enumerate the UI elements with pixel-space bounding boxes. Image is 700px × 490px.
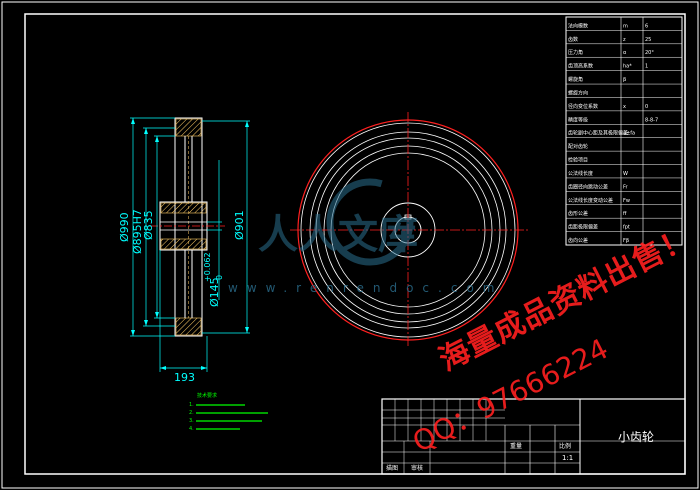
param-cell: 螺旋角 — [568, 76, 583, 83]
param-cell: 20° — [645, 50, 654, 56]
param-cell: m — [623, 23, 628, 29]
dim-width: 193 — [174, 371, 195, 384]
dim-tol-lower: 0 — [215, 275, 224, 280]
param-cell: W — [623, 171, 628, 177]
dim-d990: Ø990 — [118, 212, 131, 242]
param-cell: 配对齿轮 — [568, 143, 588, 150]
tb-label-scale: 比例 — [559, 442, 571, 450]
dim-d895: Ø895H7 — [131, 209, 144, 254]
param-cell: z — [623, 37, 626, 43]
param-cell: 1 — [645, 64, 648, 70]
svg-text:1.: 1. — [189, 402, 194, 408]
parameter-table: 法向模数 m 6 齿数 z 25 压力角 α 20° 齿顶高系数 ha* 1 螺旋角 β 螺旋方向径向变位系… — [565, 16, 683, 246]
param-cell: fpt — [623, 225, 630, 231]
notes-title: 技术要求 — [197, 392, 217, 399]
watermark-logo-text: 人人文库 — [258, 212, 418, 258]
param-cell: 25 — [645, 37, 651, 43]
param-cell: 精度等级 — [568, 116, 588, 123]
param-cell: ff — [623, 211, 627, 217]
tb-label-checker: 审核 — [411, 464, 423, 472]
svg-text:4.: 4. — [189, 426, 194, 432]
param-cell: 公法线长度 — [568, 170, 593, 177]
watermark-logo: 人人文库 — [258, 178, 418, 266]
param-cell: 径向变位系数 — [568, 103, 598, 110]
param-cell: Fw — [623, 198, 630, 204]
rim-top-hatch — [175, 118, 202, 137]
param-cell: 检验项目 — [568, 157, 588, 164]
param-cell: a±fa — [623, 131, 635, 137]
param-cell: 8-8-7 — [645, 117, 658, 123]
param-cell: 法向模数 — [568, 22, 588, 29]
param-cell: ha* — [623, 64, 632, 70]
param-cell: 压力角 — [568, 49, 583, 56]
param-cell: 齿数 — [568, 36, 578, 43]
param-cell: 齿顶高系数 — [568, 63, 593, 70]
param-cell: 齿向公差 — [568, 237, 588, 244]
dim-tol-upper: +0.062 — [203, 252, 212, 282]
param-cell: 6 — [645, 23, 648, 29]
param-cell: 齿轮副中心距及其极限偏差 — [568, 130, 628, 137]
tb-label-weight: 重量 — [510, 442, 522, 450]
dim-d835: Ø835 — [142, 210, 155, 240]
param-cell: 齿形公差 — [568, 210, 588, 217]
param-cell: 齿距极限偏差 — [568, 224, 598, 231]
technical-notes: 技术要求 1. 2. 3. 4. — [189, 392, 268, 432]
param-cell: 螺旋方向 — [568, 89, 588, 96]
svg-text:2.: 2. — [189, 410, 194, 416]
param-cell: α — [623, 50, 627, 56]
param-cell: β — [623, 77, 626, 83]
param-cell: Fβ — [623, 238, 629, 244]
param-cell: 0 — [645, 104, 648, 110]
param-cell: Fr — [623, 184, 629, 190]
inner-frame — [24, 13, 686, 475]
section-view: Ø990 Ø895H7 Ø835 Ø901 Ø145 +0.062 0 193 — [118, 117, 250, 384]
watermark-url: www.renrendoc.com — [228, 281, 504, 295]
dim-d901: Ø901 — [233, 210, 246, 240]
part-name: 小齿轮 — [618, 430, 654, 444]
dim-d145: Ø145 — [208, 277, 221, 307]
param-cell: 公法线长度变动公差 — [568, 197, 613, 204]
title-block — [381, 398, 686, 475]
svg-text:3.: 3. — [189, 418, 194, 424]
param-cell: 齿圈径向跳动公差 — [568, 183, 608, 190]
scale-value: 1:1 — [562, 454, 573, 462]
rim-bottom-hatch — [175, 317, 202, 336]
tb-label-drafter: 描图 — [386, 464, 398, 472]
param-cell: x — [623, 104, 626, 110]
